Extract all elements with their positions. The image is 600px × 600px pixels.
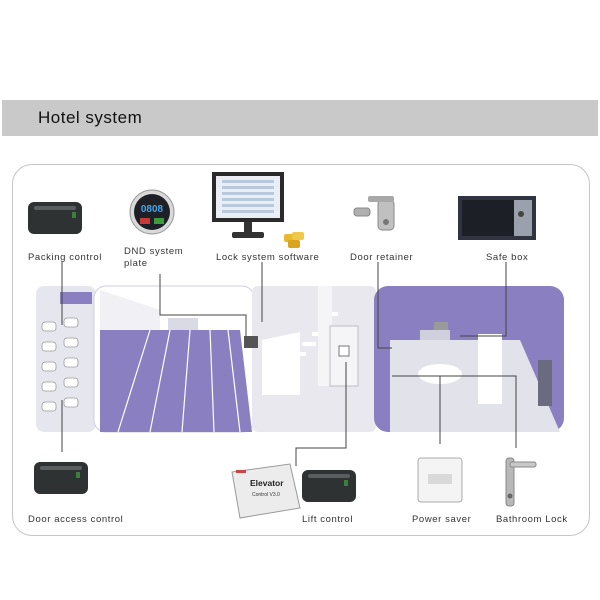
corridor-wall [100, 290, 160, 330]
stair-column [318, 286, 332, 386]
dnd-display-text: 0808 [141, 204, 164, 215]
header-bar: Hotel system [2, 100, 598, 136]
parking-barrier [60, 292, 92, 304]
reception-desk [262, 332, 300, 395]
bathroom-door [478, 334, 502, 404]
label-dnd-plate: DND system plate [124, 246, 184, 269]
label-door-retainer: Door retainer [350, 252, 414, 263]
room-bed [420, 330, 450, 340]
label-safe-box: Safe box [486, 252, 529, 263]
safe-box-icon [458, 196, 536, 240]
lock-software-monitor-icon [212, 172, 284, 238]
page-title: Hotel system [38, 108, 143, 127]
label-packing-control: Packing control [28, 252, 102, 263]
label-lift-control: Lift control [302, 514, 354, 525]
label-door-access: Door access control [28, 514, 124, 525]
key-cards-icon [284, 232, 304, 248]
room-table [418, 364, 462, 384]
label-bathroom-lock: Bathroom Lock [496, 514, 568, 525]
label-lock-software: Lock system software [216, 252, 320, 263]
diagram-frame [12, 164, 590, 536]
parked-cars [41, 317, 79, 412]
reception-panel [252, 286, 376, 432]
elevator-button [338, 345, 350, 357]
door-retainer-icon [353, 196, 395, 231]
floor-lines [117, 329, 241, 433]
packing-control-reader-icon [28, 202, 82, 234]
label-power-saver: Power saver [412, 514, 472, 525]
bathroom-lock-icon [505, 457, 537, 507]
room-floor [390, 340, 560, 432]
power-saver-icon [417, 457, 463, 503]
elevator-box-title: Elevator [250, 478, 284, 488]
elevator-control-box-icon: Elevator Control V3.0 [231, 463, 301, 519]
corridor-window [168, 318, 198, 330]
room-cabinet [538, 360, 552, 406]
elevator-box-version: Control V3.0 [252, 492, 280, 498]
dnd-plate-icon: 0808 [129, 189, 175, 235]
elevator-door [329, 325, 359, 387]
connector-lines [61, 262, 517, 466]
door-access-reader-icon [34, 462, 88, 494]
desk-computer [244, 336, 258, 348]
corridor-floor [100, 330, 252, 432]
lift-control-reader-icon [302, 470, 356, 502]
room-switch [434, 322, 448, 330]
